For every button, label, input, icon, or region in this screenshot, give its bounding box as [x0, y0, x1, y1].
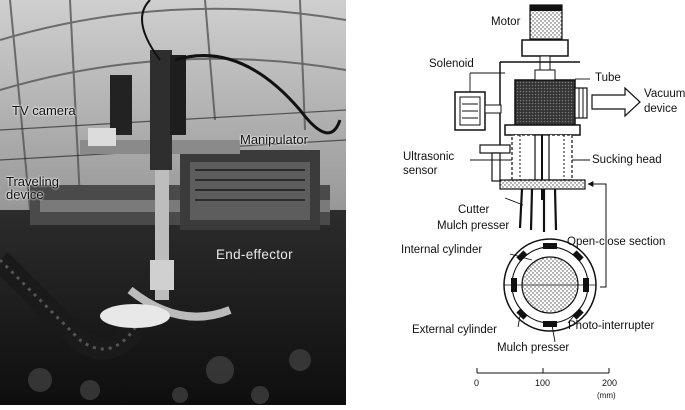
greenhouse-photo-image — [0, 0, 347, 405]
mulch-presser-rods — [518, 188, 558, 232]
external-cylinder-label: External cylinder — [412, 324, 498, 336]
scale-tick-0: 0 — [474, 378, 480, 388]
cutter-plate — [499, 179, 586, 190]
solenoid-label: Solenoid — [429, 58, 474, 70]
tv-camera-label: TV camera — [12, 103, 76, 118]
robot-photo: TV camera Manipulator Traveling device E… — [0, 0, 347, 405]
ultrasonic-sensor-label-line2: sensor — [403, 165, 438, 177]
vacuum-device-label-line1: Vacuum — [644, 88, 685, 100]
scale-tick-100: 100 — [535, 378, 551, 388]
traveling-device-label-line1: Traveling — [6, 174, 59, 189]
ultrasonic-sensor-shape — [479, 144, 511, 182]
scale-tick-200: 200 — [602, 378, 618, 388]
solenoid-shape — [454, 91, 502, 131]
end-effector-diagram: Motor Solenoid Tube Vacuum device Ultras… — [346, 0, 685, 405]
cutter-label: Cutter — [458, 204, 490, 216]
vacuum-device-label-line2: device — [644, 103, 678, 115]
end-effector-schematic — [454, 4, 641, 374]
tube-label: Tube — [595, 72, 621, 84]
open-close-connector — [587, 181, 607, 288]
vacuum-arrow — [591, 86, 641, 118]
motor-shape — [521, 4, 569, 71]
end-effector-label: End-effector — [216, 247, 293, 262]
mulch-presser-bottom-label: Mulch presser — [497, 342, 570, 354]
open-close-section-label: Open-close section — [567, 236, 666, 248]
scale-bar — [476, 368, 610, 374]
internal-cylinder-label: Internal cylinder — [401, 244, 483, 256]
photo-interrupter-label: Photo-interrupter — [568, 320, 655, 332]
ultrasonic-sensor-label-line1: Ultrasonic — [403, 151, 455, 163]
manipulator-label: Manipulator — [240, 132, 308, 147]
motor-label: Motor — [491, 16, 521, 28]
mulch-presser-top-label: Mulch presser — [437, 220, 510, 232]
tube-body-shape — [514, 69, 588, 126]
sucking-head-label: Sucking head — [592, 154, 662, 166]
scale-unit: (mm) — [597, 391, 616, 400]
traveling-device-label-line2: device — [6, 187, 44, 202]
cross-section-shape — [503, 238, 597, 332]
